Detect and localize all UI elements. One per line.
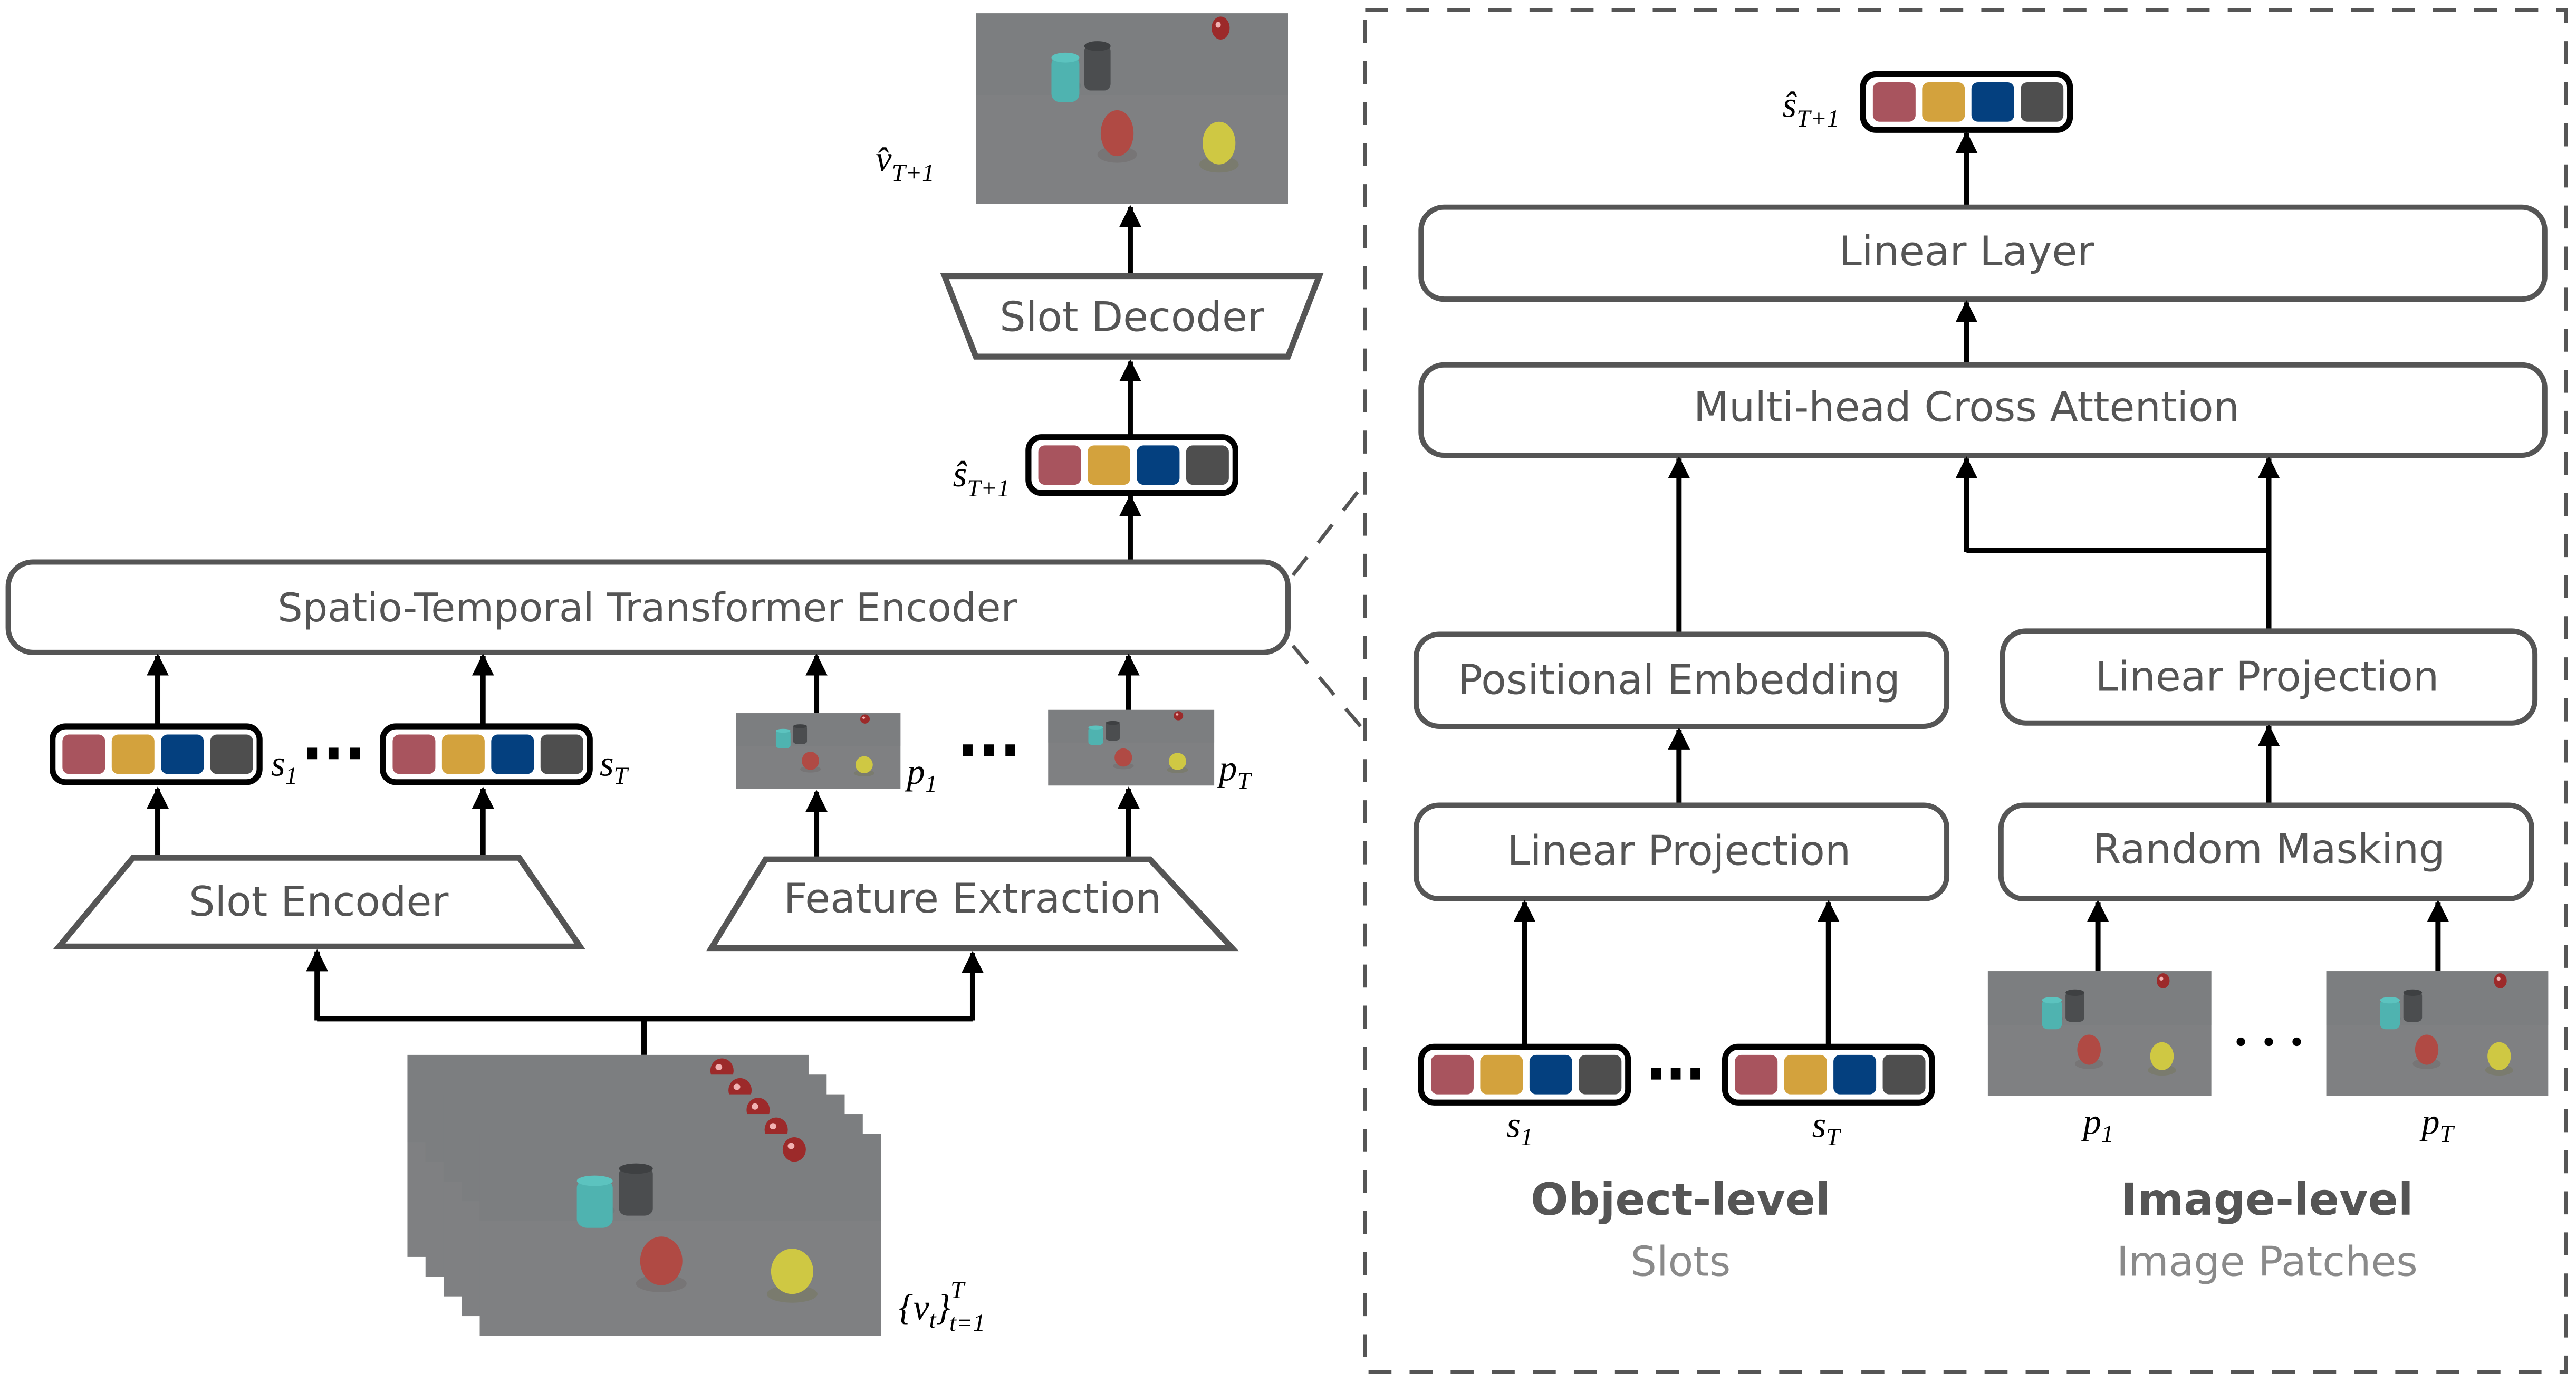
image-level-subtitle: Image Patches — [2117, 1238, 2418, 1285]
slot-cell — [1430, 1054, 1474, 1095]
random-masking-block: Random Masking — [1998, 802, 2534, 902]
detail-slot-vector-s1 — [1418, 1043, 1631, 1106]
slot-linear-projection-block: Linear Projection — [1413, 802, 1950, 902]
detail-predicted-slot-label: ŝT+1 — [1783, 84, 1840, 132]
slot-cell — [1971, 82, 2014, 122]
slot-decoder-label: Slot Decoder — [999, 293, 1265, 341]
cross-attention-label: Multi-head Cross Attention — [1694, 384, 2239, 431]
detail-slot-label-sT: sT — [1812, 1105, 1842, 1151]
spatio-temporal-encoder-block: Spatio-Temporal Transformer Encoder — [5, 559, 1291, 655]
detail-ellipsis-patches-icon — [2236, 1037, 2301, 1047]
input-frame-stack — [407, 1054, 881, 1336]
detail-slot-label-s1: s1 — [1506, 1105, 1533, 1151]
zoom-connector-top — [1291, 485, 1363, 577]
slot-cell — [1038, 445, 1081, 485]
detail-patch-label-p1: p1 — [2081, 1101, 2114, 1148]
slot-cell — [1186, 445, 1229, 485]
positional-embedding-label: Positional Embedding — [1458, 657, 1900, 704]
slot-cell — [1087, 445, 1130, 485]
slot-label-sT: sT — [600, 743, 629, 790]
cross-attention-block: Multi-head Cross Attention — [1418, 362, 2548, 458]
image-linear-projection-label: Linear Projection — [2096, 654, 2439, 701]
object-level-subtitle: Slots — [1631, 1238, 1731, 1285]
slot-cell — [62, 734, 105, 774]
slot-vector-s1 — [50, 723, 263, 785]
ellipsis-slots-icon — [307, 747, 360, 760]
patch-label-p1: p1 — [904, 752, 937, 798]
detail-patch-image-pT — [2326, 971, 2549, 1096]
slot-cell — [111, 734, 155, 774]
detail-slot-vector-sT — [1722, 1043, 1935, 1106]
slot-cell — [441, 734, 485, 774]
predicted-frame-label: v̂T+1 — [876, 139, 934, 187]
patch-label-pT: pT — [1216, 748, 1252, 795]
positional-embedding-block: Positional Embedding — [1413, 631, 1950, 729]
slot-label-s1: s1 — [271, 743, 297, 790]
slot-encoder-block: Slot Encoder — [53, 855, 586, 949]
patch-image-p1 — [736, 713, 901, 789]
image-level-title: Image-level — [2121, 1174, 2413, 1225]
linear-layer-label: Linear Layer — [1839, 228, 2095, 275]
slot-cell — [161, 734, 204, 774]
detail-ellipsis-slots-icon — [1651, 1068, 1700, 1080]
feature-extraction-block: Feature Extraction — [706, 856, 1239, 952]
feature-extraction-label: Feature Extraction — [784, 875, 1161, 923]
predicted-slot-vector — [1025, 434, 1238, 496]
slot-cell — [1872, 82, 1916, 122]
slot-decoder-block: Slot Decoder — [940, 273, 1324, 360]
slot-cell — [1784, 1054, 1827, 1095]
object-level-title: Object-level — [1531, 1174, 1831, 1225]
detail-predicted-slot-vector — [1860, 71, 2073, 133]
slot-cell — [1579, 1054, 1622, 1095]
slot-cell — [210, 734, 253, 774]
slot-encoder-label: Slot Encoder — [189, 878, 449, 926]
slot-vector-sT — [380, 723, 593, 785]
slot-cell — [491, 734, 534, 774]
patch-image-pT — [1048, 709, 1215, 786]
detail-patch-image-p1 — [1987, 971, 2212, 1096]
slot-cell — [1833, 1054, 1877, 1095]
slot-cell — [2021, 82, 2064, 122]
input-frame — [479, 1134, 881, 1336]
slot-cell — [1529, 1054, 1572, 1095]
slot-cell — [1480, 1054, 1523, 1095]
random-masking-label: Random Masking — [2093, 826, 2445, 874]
encoder-label: Spatio-Temporal Transformer Encoder — [277, 585, 1017, 631]
slot-cell — [1137, 445, 1180, 485]
slot-cell — [1882, 1054, 1926, 1095]
predicted-frame-image — [976, 13, 1288, 204]
linear-layer-block: Linear Layer — [1418, 204, 2548, 302]
ellipsis-patches-icon — [963, 744, 1015, 756]
slot-cell — [392, 734, 436, 774]
slot-linear-projection-label: Linear Projection — [1507, 828, 1851, 875]
slot-cell — [1922, 82, 1965, 122]
detail-panel-border — [1363, 8, 2568, 1374]
slot-cell — [540, 734, 583, 774]
slot-cell — [1735, 1054, 1778, 1095]
image-linear-projection-block: Linear Projection — [2000, 628, 2538, 726]
detail-patch-label-pT: pT — [2419, 1101, 2455, 1148]
predicted-slot-label: ŝT+1 — [953, 454, 1010, 502]
zoom-connector-bottom — [1291, 645, 1363, 730]
